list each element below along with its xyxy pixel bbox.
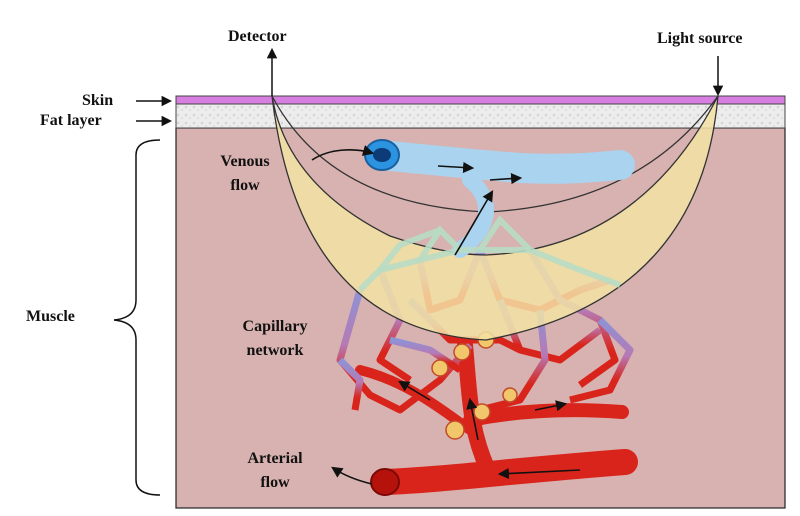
venous-flow-label-line2: flow xyxy=(230,177,260,194)
detector-label: Detector xyxy=(228,28,287,45)
muscle-bracket xyxy=(113,139,161,496)
arterial-flow-label: Arterial flow xyxy=(225,447,325,495)
capillary-network-label: Capillary network xyxy=(220,315,330,363)
skin-layer xyxy=(175,95,786,105)
capillary-network-label-line1: Capillary xyxy=(242,318,308,335)
muscle-label: Muscle xyxy=(26,308,75,325)
label-pointers xyxy=(136,47,724,127)
arterial-flow-label-line2: flow xyxy=(260,474,290,491)
light-source-label: Light source xyxy=(657,30,743,47)
venous-vessel xyxy=(365,140,635,258)
venous-flow-label: Venous flow xyxy=(200,150,290,198)
skin-label: Skin xyxy=(82,92,114,109)
venous-flow-label-line1: Venous xyxy=(220,153,270,170)
fat-layer-label: Fat layer xyxy=(40,112,102,129)
flow-arrows xyxy=(311,145,581,485)
vein-opening-inner xyxy=(373,148,391,162)
fat-layer xyxy=(175,103,786,129)
capillary-network-light xyxy=(357,215,622,293)
artery-opening xyxy=(370,468,400,496)
arterial-flow-label-line1: Arterial xyxy=(247,450,303,467)
capillary-network-label-line2: network xyxy=(246,342,304,359)
